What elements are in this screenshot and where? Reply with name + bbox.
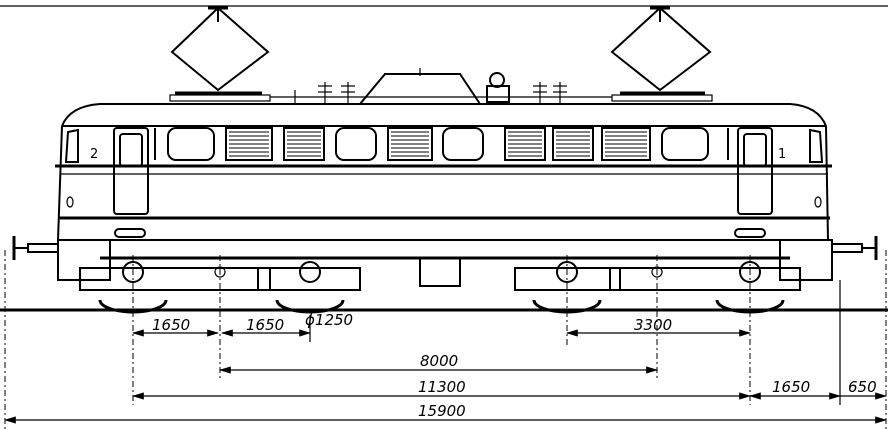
dimension-lines xyxy=(3,329,888,424)
dim-pivot-to-axle-left: 1650 xyxy=(246,316,284,334)
cab-door-left xyxy=(113,127,149,215)
dim-axle-to-pivot-left: 1650 xyxy=(152,316,190,334)
ventilation-grilles xyxy=(229,131,647,157)
dim-bogie-centres: 8000 xyxy=(420,352,458,370)
cab-label-1: 1 xyxy=(778,147,786,162)
transformer xyxy=(419,257,461,287)
dim-bogie-wheelbase: 3300 xyxy=(634,316,672,334)
pantograph-left xyxy=(169,6,271,102)
pantograph-right xyxy=(610,6,713,102)
dim-wheel-diameter: ϕ1250 xyxy=(305,311,353,329)
dim-length-over-buffers: 15900 xyxy=(418,402,466,420)
cab-label-2: 2 xyxy=(90,147,98,162)
roof-equipment xyxy=(270,68,612,105)
buffers xyxy=(12,236,878,260)
dim-axle-to-buffer-beam: 1650 xyxy=(772,378,810,396)
locomotive-body xyxy=(55,103,833,287)
dim-outer-axles: 11300 xyxy=(418,378,466,396)
cab-door-right xyxy=(737,127,773,215)
dim-buffer-length: 650 xyxy=(848,378,877,396)
